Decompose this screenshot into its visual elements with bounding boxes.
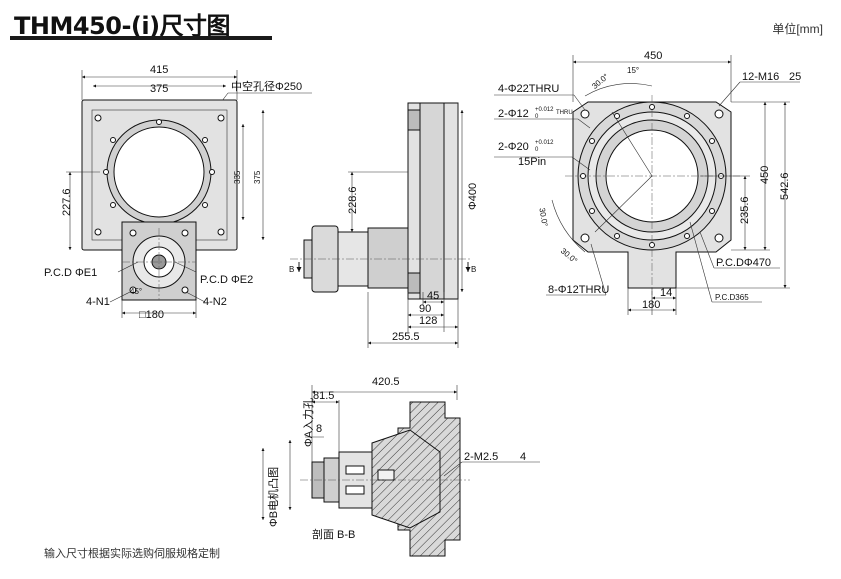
dim-sq180: □180	[139, 309, 164, 321]
dim-227: 227.6	[61, 188, 73, 216]
dim-hole12-thru: THRU	[556, 110, 573, 116]
dim-phi-a: ΦA入力孔	[302, 398, 315, 447]
dim-m2: 2-M2.5	[464, 451, 498, 463]
dim-4n2: 4-N2	[203, 296, 227, 308]
section-view: 420.5 81.5 8 ΦA入力孔 ΦB电机凸图 2-M2.5 4 剖面 B-…	[261, 376, 540, 557]
dim-hole20: 2-Φ20	[498, 141, 529, 153]
section-mark-b-left: B	[289, 265, 294, 274]
front-view: 415 375 中空孔径Φ250 335 375 227.6	[44, 64, 312, 321]
dim-228: 228.6	[347, 186, 359, 214]
dim-375: 375	[150, 83, 168, 95]
dim-4n1: 4-N1	[86, 296, 110, 308]
dim-81: 81.5	[313, 390, 334, 402]
dim-ang30-bottom: 30.0°	[559, 246, 579, 265]
dim-m2-depth: 4	[520, 451, 526, 463]
top-right-view: 450 30.0° 15° 30.0° 30.0°	[494, 50, 801, 315]
dim-8: 8	[316, 423, 322, 435]
dim-335: 335	[233, 170, 242, 184]
dim-375v: 375	[253, 170, 262, 184]
dim-pcd-e2: P.C.D ΦE2	[200, 274, 253, 286]
dim-m16-depth: 25	[789, 71, 801, 83]
dim-hole12-tol: +0.012	[535, 107, 554, 113]
section-mark-b-right: B	[471, 265, 476, 274]
dim-pcd-e1: P.C.D ΦE1	[44, 267, 97, 279]
dim-hole12-tol2: 0	[535, 114, 539, 120]
dim-542: 542.6	[779, 172, 791, 200]
dim-90: 90	[419, 303, 431, 315]
dim-235: 235.6	[739, 196, 751, 224]
page-title: THM450-(i)尺寸图	[14, 12, 231, 40]
dim-m16: 12-M16	[742, 71, 779, 83]
side-view: B B Φ400 228.6 45 90 128 255.5	[289, 102, 479, 348]
dim-450w: 450	[644, 50, 662, 62]
dim-hole12: 2-Φ12	[498, 108, 529, 120]
title-underline	[10, 36, 272, 40]
dim-45deg: 45°	[130, 287, 142, 296]
dim-128: 128	[419, 315, 437, 327]
dim-hollow: 中空孔径Φ250	[231, 79, 302, 93]
dim-450h: 450	[759, 166, 771, 184]
dim-ang30-left: 30.0°	[537, 207, 549, 227]
dim-415: 415	[150, 64, 168, 76]
footer-note: 输入尺寸根据实际选购伺服规格定制	[44, 548, 220, 560]
dim-180r: 180	[642, 299, 660, 311]
dim-hole20-tol: +0.012	[535, 140, 554, 146]
dim-thru22: 4-Φ22THRU	[498, 83, 559, 95]
dim-45: 45	[427, 290, 439, 302]
dim-pcd365: P.C.D365	[715, 293, 749, 302]
dim-thru12: 8-Φ12THRU	[548, 284, 609, 296]
dim-pin15: 15Pin	[518, 156, 546, 168]
section-label: 剖面 B-B	[312, 527, 355, 541]
title-bar: THM450-(i)尺寸图	[0, 0, 300, 44]
dim-255: 255.5	[392, 331, 420, 343]
dim-hole20-tol2: 0	[535, 147, 539, 153]
dim-phi400: Φ400	[467, 183, 479, 210]
dim-ang15: 15°	[627, 66, 639, 75]
dim-14: 14	[660, 287, 672, 299]
unit-label: 单位[mm]	[772, 22, 823, 36]
dim-phi-b: ΦB电机凸图	[266, 467, 280, 527]
dim-pcd470: P.C.DΦ470	[716, 257, 771, 269]
dim-420: 420.5	[372, 376, 400, 388]
dim-ang30-top: 30.0°	[590, 72, 610, 91]
